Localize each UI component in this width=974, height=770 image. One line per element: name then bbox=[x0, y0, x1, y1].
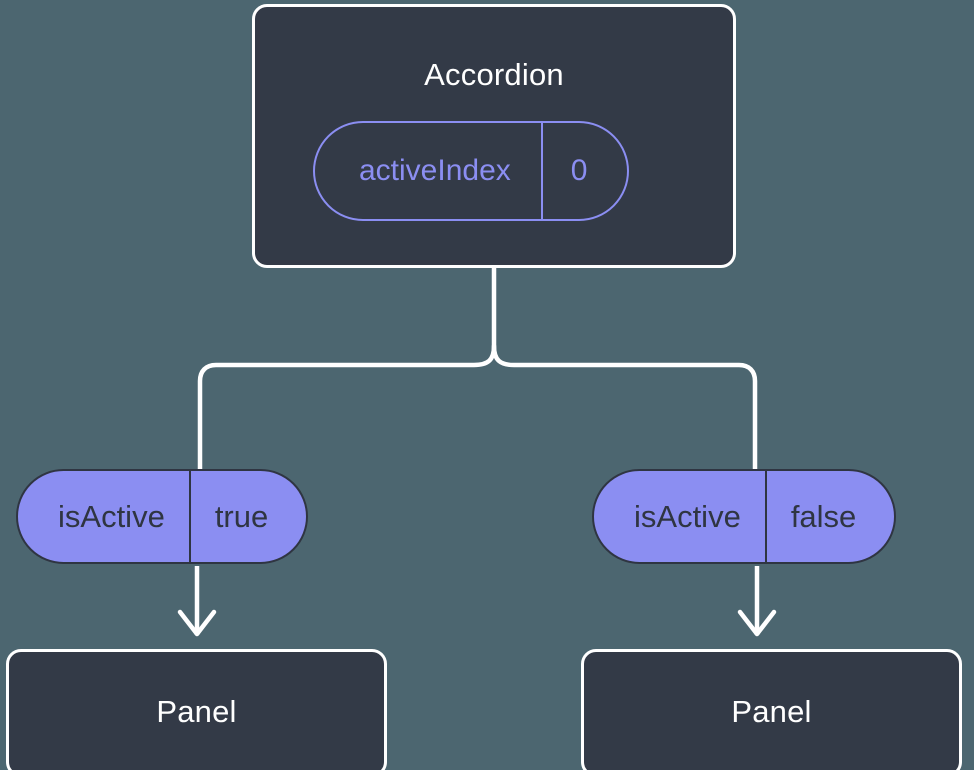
panel-component-node-right[interactable]: Panel bbox=[581, 649, 962, 770]
fork-connector-left bbox=[197, 343, 497, 472]
prop-badge-right[interactable]: isActive false bbox=[592, 469, 897, 564]
panel-title-right: Panel bbox=[731, 694, 812, 729]
accordion-component-node[interactable]: Accordion activeIndex 0 bbox=[252, 4, 736, 268]
arrow-left-head-icon bbox=[177, 609, 217, 637]
prop-badge-left[interactable]: isActive true bbox=[16, 469, 309, 564]
prop-key-left: isActive bbox=[58, 499, 165, 534]
panel-component-node-left[interactable]: Panel bbox=[6, 649, 387, 770]
prop-key-right: isActive bbox=[634, 499, 741, 534]
accordion-state-badge[interactable]: activeIndex 0 bbox=[313, 121, 630, 221]
fork-connector bbox=[491, 265, 758, 472]
prop-value-left: true bbox=[188, 471, 306, 562]
accordion-state-key: activeIndex bbox=[359, 154, 511, 187]
panel-title-left: Panel bbox=[156, 694, 237, 729]
accordion-title: Accordion bbox=[424, 57, 564, 92]
prop-value-right: false bbox=[764, 471, 894, 562]
accordion-state-value: 0 bbox=[540, 123, 628, 219]
arrow-right-head-icon bbox=[737, 609, 777, 637]
